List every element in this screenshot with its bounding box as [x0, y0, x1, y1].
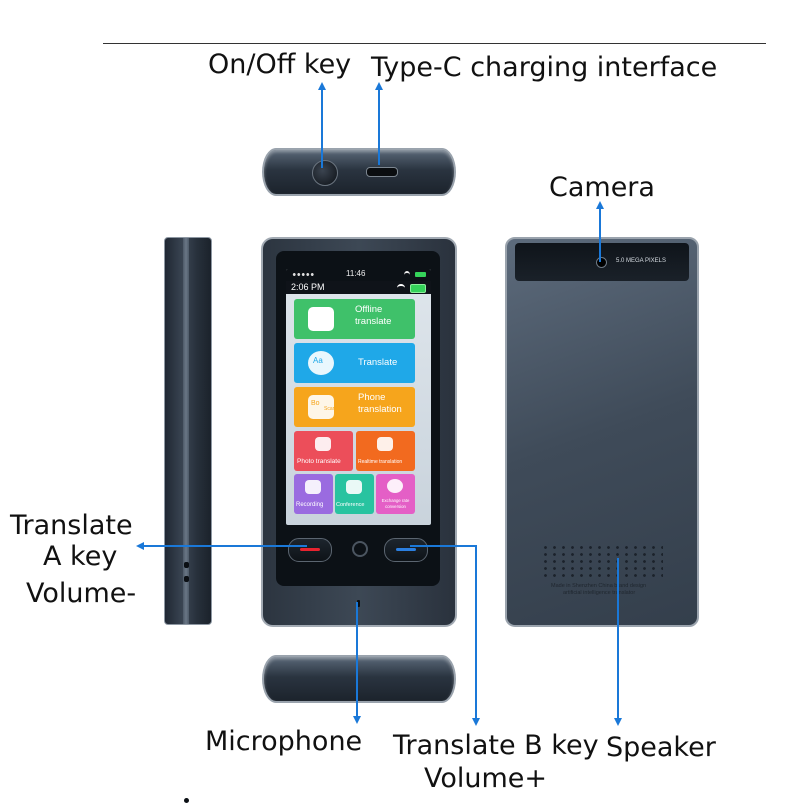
tile-conference[interactable]: Conference	[335, 474, 374, 514]
signal-dots	[292, 272, 314, 277]
translate-a-led	[300, 548, 320, 551]
app-time: 2:06 PM	[291, 282, 325, 292]
translate-a-button[interactable]	[288, 538, 332, 562]
people-icon	[346, 480, 362, 494]
coin-icon	[387, 479, 403, 493]
box-icon	[308, 307, 334, 331]
headset-icon	[377, 437, 393, 451]
description-text: artificial intelligence translator	[563, 590, 636, 596]
tile-phone-translation[interactable]: Bo Scan Phone translation	[294, 387, 415, 427]
device-top-view	[262, 148, 456, 196]
tile-exchange-rate[interactable]: Exchange rate conversion	[376, 474, 415, 514]
tile-photo-translate-label: Photo translate	[297, 458, 341, 465]
translate-b-led	[396, 548, 416, 551]
label-speaker: Speaker	[606, 732, 716, 763]
device-side-view	[164, 237, 212, 803]
tile-recording-label: Recording	[296, 502, 324, 508]
microphone-hole	[357, 600, 360, 607]
phone-icon-text: Bo	[311, 400, 320, 407]
tile-realtime-translation[interactable]: Realtime translation	[356, 431, 415, 471]
tile-translate[interactable]: Aa Translate	[294, 343, 415, 383]
typec-port	[366, 167, 398, 177]
label-translate-a-line2: A key	[43, 541, 118, 572]
tile-realtime-translation-label: Realtime translation	[358, 459, 403, 465]
speaker-grille	[541, 544, 663, 580]
tile-photo-translate[interactable]: Photo translate	[294, 431, 353, 471]
label-on-off-key: On/Off key	[208, 49, 352, 80]
side-hole-1	[184, 562, 189, 568]
label-translate-b-key: Translate B key	[393, 730, 599, 761]
tile-offline-translate[interactable]: Offline translate	[294, 299, 415, 339]
device-back-view: 5.0 MEGA PIXELS Made in Shenzhen China b…	[505, 237, 699, 627]
app-header	[286, 281, 431, 294]
tile-phone-translation-label: Phone translation	[358, 392, 402, 415]
label-translate-a-line1: Translate	[10, 510, 133, 541]
mic-icon	[305, 480, 321, 494]
device-bottom-view	[262, 655, 456, 703]
chat-icon	[308, 351, 334, 375]
screen-bezel: 11:46 2:06 PM Offline translate Aa Trans…	[276, 251, 440, 586]
home-button[interactable]	[352, 541, 368, 557]
side-highlight	[183, 238, 189, 624]
tile-translate-label: Translate	[358, 357, 398, 368]
tile-recording[interactable]: Recording	[294, 474, 333, 514]
tile-exchange-rate-label: Exchange rate conversion	[381, 498, 410, 509]
header-battery-icon	[410, 284, 426, 293]
label-typec: Type-C charging interface	[371, 52, 718, 83]
power-button	[312, 160, 338, 186]
chat-icon-text: Aa	[313, 356, 323, 365]
phone-icon	[308, 395, 334, 419]
status-bar	[286, 269, 431, 281]
side-hole-2	[184, 576, 189, 582]
translate-b-button[interactable]	[384, 538, 428, 562]
top-divider-line	[103, 43, 766, 44]
tile-conference-label: Conference	[336, 502, 365, 508]
camera-megapixels-text: 5.0 MEGA PIXELS	[616, 258, 667, 264]
wifi-icon	[404, 271, 410, 279]
phone-icon-scan: Scan	[324, 406, 336, 412]
device-front-view: 11:46 2:06 PM Offline translate Aa Trans…	[261, 237, 457, 627]
arrow-translate-b	[410, 545, 480, 726]
battery-icon	[415, 272, 426, 277]
tile-offline-translate-label: Offline translate	[355, 304, 392, 327]
label-volume-minus: Volume-	[26, 578, 137, 609]
made-in-text: Made in Shenzhen China brand design	[551, 583, 647, 589]
display: 11:46 2:06 PM Offline translate Aa Trans…	[286, 269, 431, 525]
status-time: 11:46	[346, 269, 366, 278]
label-volume-plus: Volume+	[424, 763, 548, 794]
label-camera: Camera	[549, 172, 655, 203]
header-wifi-icon	[397, 284, 405, 292]
camera-icon	[315, 437, 331, 451]
label-microphone: Microphone	[205, 726, 363, 757]
camera-lens	[596, 257, 607, 268]
